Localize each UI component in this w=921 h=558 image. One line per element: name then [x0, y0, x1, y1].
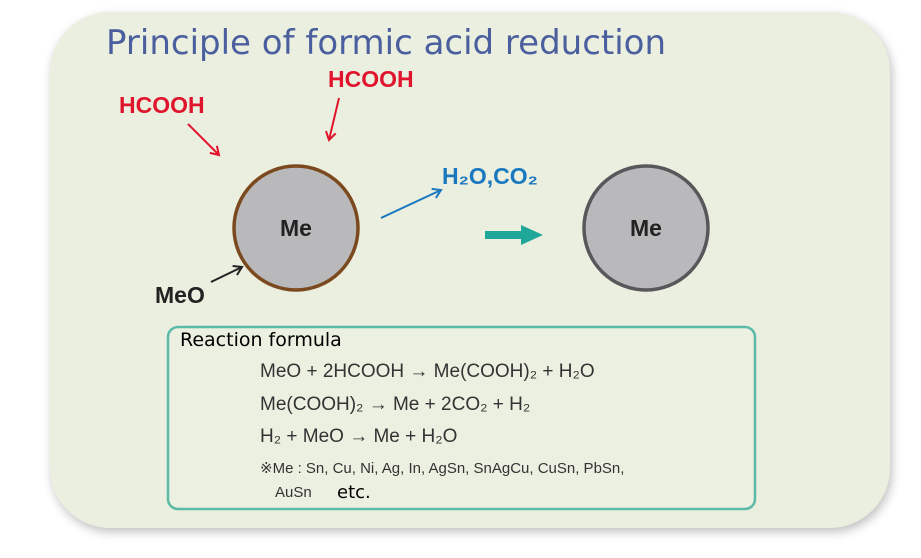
product-arrow — [380, 187, 443, 219]
process-arrow-icon — [485, 225, 543, 245]
oxide-arrow — [210, 264, 244, 283]
hcooh-label-left: HCOOH — [119, 92, 205, 118]
equation-1: MeO + 2HCOOH → Me(COOH)₂ + H₂O — [260, 361, 595, 382]
hcooh-label-top: HCOOH — [328, 66, 414, 92]
oxide-label: MeO — [155, 282, 205, 308]
metal-label-before: Me — [280, 215, 312, 241]
equation-2: Me(COOH)₂ → Me + 2CO₂ + H₂ — [260, 394, 530, 415]
metal-list-note: ※Me : Sn, Cu, Ni, Ag, In, AgSn, SnAgCu, … — [260, 460, 624, 477]
metal-label-after: Me — [630, 215, 662, 241]
metal-list-etc: etc. — [337, 482, 371, 503]
oxidized-metal-particle — [232, 164, 360, 292]
page-title: Principle of formic acid reduction — [106, 23, 666, 63]
products-label: H₂O,CO₂ — [442, 163, 538, 189]
hcooh-arrow-left — [187, 123, 221, 157]
hcooh-arrow-top — [325, 97, 340, 142]
reduced-metal-particle — [582, 164, 710, 292]
reaction-heading: Reaction formula — [180, 329, 342, 351]
equation-3: H₂ + MeO → Me + H₂O — [260, 426, 457, 447]
metal-list-note-cont: AuSn — [275, 484, 312, 501]
reaction-formula-box — [166, 325, 757, 511]
